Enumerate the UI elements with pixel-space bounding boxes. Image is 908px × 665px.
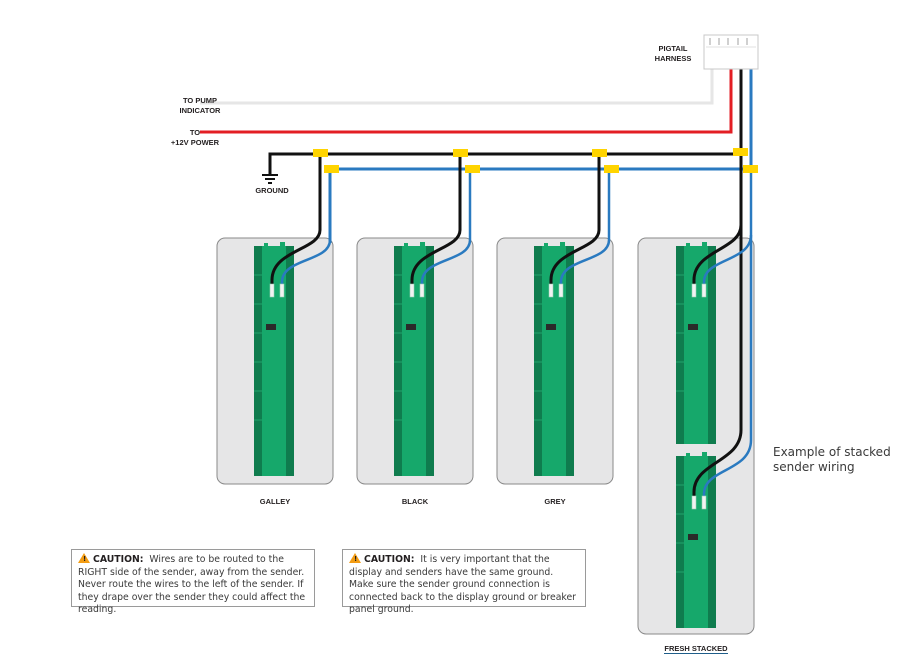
- stacked-example-note: Example of stacked sender wiring: [773, 445, 891, 475]
- warning-icon: !: [78, 553, 90, 563]
- sender-strip-galley-chip: [266, 324, 276, 330]
- fresh-bottom-signal-drop: [702, 235, 753, 497]
- sender-strip-black-chip: [406, 324, 416, 330]
- pigtail-harness-label-line1: PIGTAIL: [658, 44, 688, 53]
- splice: [465, 165, 480, 173]
- sender-strip-black-tab: [404, 243, 408, 247]
- sender-strip-fresh-bottom-left-edge: [676, 456, 684, 628]
- splice: [592, 149, 607, 157]
- example-note-line1: Example of stacked: [773, 445, 891, 459]
- galley-ground-drop: [270, 154, 322, 285]
- splice-connectors: [313, 148, 758, 173]
- sender-strip-galley-left-edge: [254, 246, 262, 476]
- pigtail-harness-label: PIGTAIL HARNESS: [628, 44, 718, 64]
- power-label: TO +12V POWER: [152, 128, 238, 148]
- splice: [743, 165, 758, 173]
- warning-icon: !: [349, 553, 361, 563]
- sender-strip-fresh-top-left-edge: [676, 246, 684, 444]
- sender-strip-black-right-edge: [426, 246, 434, 476]
- pump-indicator-wire: [200, 68, 714, 105]
- grey-signal-drop: [559, 169, 611, 285]
- pump-label-line2: INDICATOR: [179, 106, 221, 115]
- sender-strip-fresh-bottom-tab: [686, 453, 690, 457]
- grey-ground-drop: [549, 154, 601, 285]
- sender-strip-fresh-top-tab: [686, 243, 690, 247]
- sender-label-black: BLACK: [401, 497, 429, 506]
- power-wire: [200, 68, 733, 134]
- sender-strip-grey-tab: [544, 243, 548, 247]
- galley-signal-drop: [280, 169, 332, 285]
- wires: [200, 68, 753, 497]
- caution-box-routing: !CAUTION: Wires are to be routed to the …: [71, 549, 315, 615]
- sender-strip-fresh-bottom-right-edge: [708, 456, 716, 628]
- caution-box-ground: !CAUTION: It is very important that the …: [342, 549, 586, 615]
- black-ground-drop: [410, 154, 462, 285]
- caution-text: It is very important that the display an…: [349, 554, 576, 616]
- ground-symbol-icon: [262, 174, 278, 184]
- sender-strip-black-tab: [420, 242, 425, 247]
- power-label-line1: TO: [189, 128, 201, 137]
- pump-indicator-label: TO PUMP INDICATOR: [158, 96, 242, 116]
- sender-strip-grey-tab: [560, 242, 565, 247]
- splice: [733, 148, 748, 156]
- ground-label: GROUND: [255, 186, 289, 195]
- sender-strip-fresh-top-right-edge: [708, 246, 716, 444]
- caution-title: CAUTION:: [364, 554, 415, 565]
- caution-title: CAUTION:: [93, 554, 144, 565]
- splice: [453, 149, 468, 157]
- splice: [324, 165, 339, 173]
- sender-strip-grey-left-edge: [534, 246, 542, 476]
- pigtail-harness-label-line2: HARNESS: [654, 54, 692, 63]
- ground-bus-wire: [268, 68, 743, 175]
- splice: [313, 149, 328, 157]
- sender-strip-grey-right-edge: [566, 246, 574, 476]
- black-signal-drop: [420, 169, 472, 285]
- sender-label-fresh-stacked: FRESH STACKED: [638, 644, 754, 654]
- splice: [604, 165, 619, 173]
- caution-text: Wires are to be routed to the RIGHT side…: [78, 554, 306, 616]
- sender-label-galley: GALLEY: [259, 497, 291, 506]
- pigtail-harness-connector: [703, 34, 759, 70]
- sender-strip-fresh-bottom-tab: [702, 452, 707, 457]
- fresh-stacked-text: FRESH STACKED: [664, 644, 728, 654]
- sender-label-grey: GREY: [544, 497, 566, 506]
- sender-strip-grey-chip: [546, 324, 556, 330]
- sender-strip-fresh-top-chip: [688, 324, 698, 330]
- sender-strip-galley-right-edge: [286, 246, 294, 476]
- sender-strip-galley-tab: [264, 243, 268, 247]
- fresh-bottom-ground-drop: [692, 225, 743, 497]
- sender-strip-black-left-edge: [394, 246, 402, 476]
- wire-terminals: [269, 283, 707, 510]
- sender-strip-fresh-bottom-chip: [688, 534, 698, 540]
- sender-strips: [254, 242, 716, 628]
- sender-strip-fresh-top-tab: [702, 242, 707, 247]
- sender-strip-galley-tab: [280, 242, 285, 247]
- pump-label-line1: TO PUMP: [182, 96, 218, 105]
- example-note-line2: sender wiring: [773, 460, 855, 474]
- power-label-line2: +12V POWER: [170, 138, 220, 147]
